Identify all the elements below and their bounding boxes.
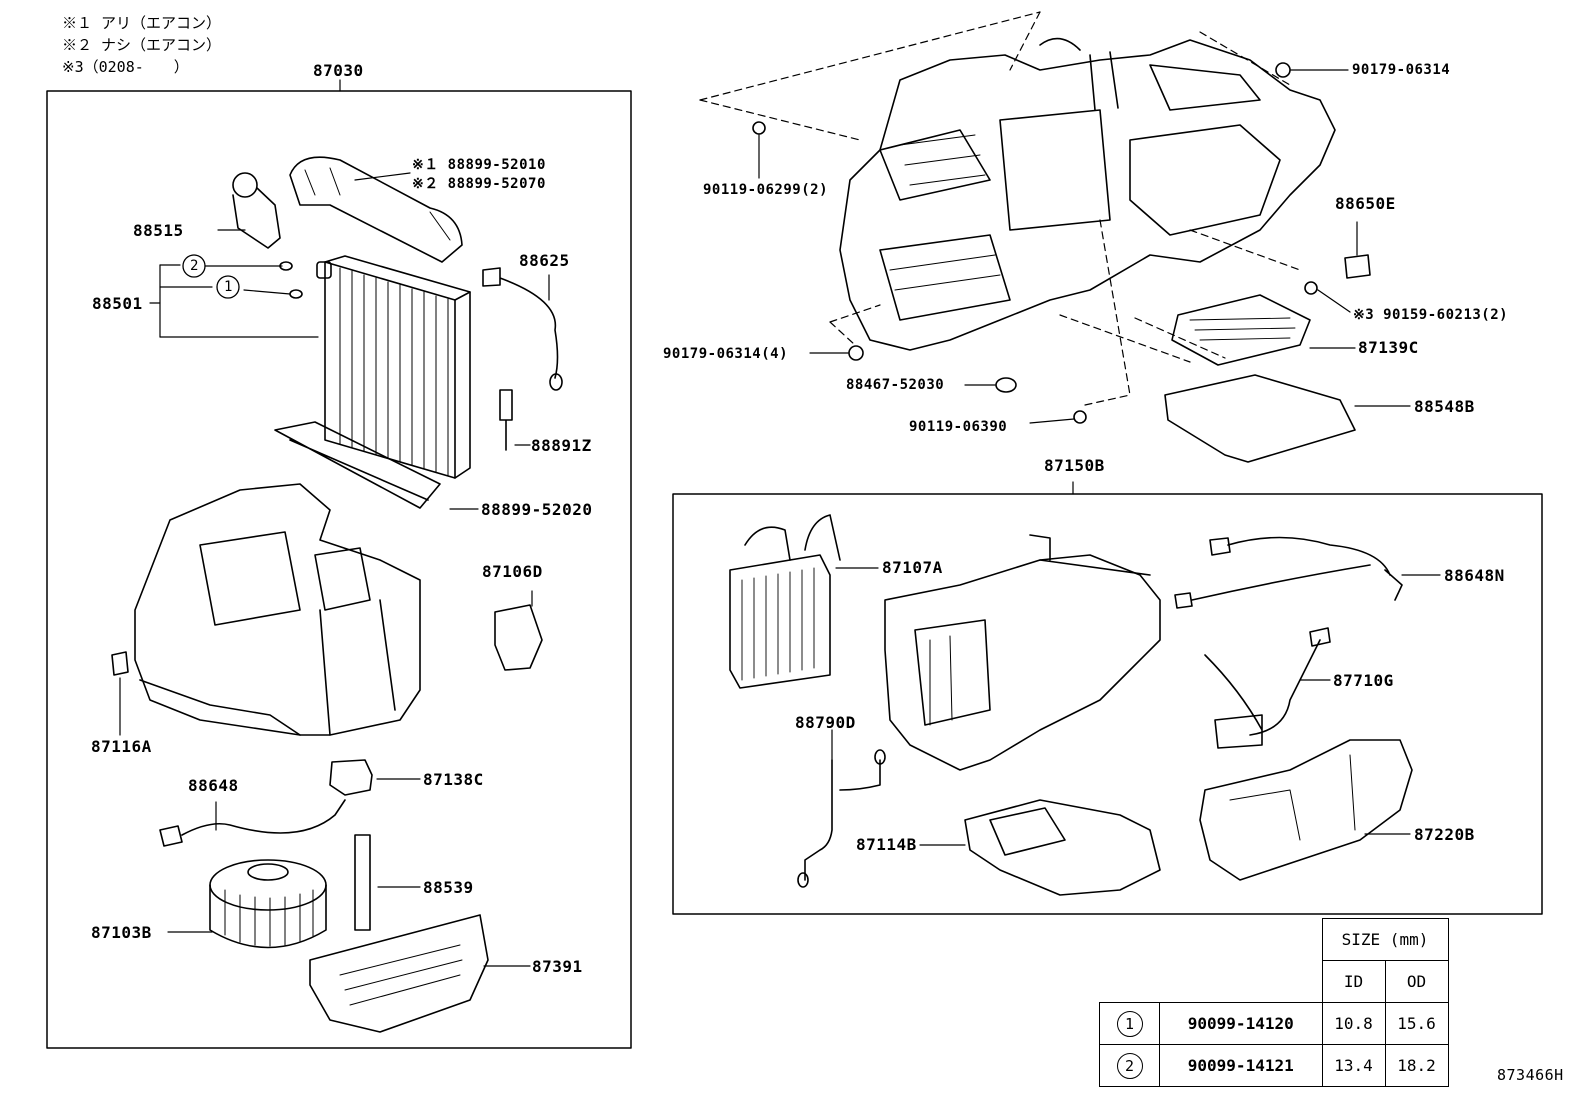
label-88790d: 88790D [795,713,856,732]
damper-87114b-part [964,799,1161,896]
group-box-87150b [672,493,1543,915]
label-87114b: 87114B [856,835,917,854]
relay-88650e-part [1344,254,1371,279]
blower-motor-part [209,859,327,949]
label-88648n: 88648N [1444,566,1505,585]
label-88548b: 88548B [1414,397,1475,416]
sensor-88515-part [232,172,281,249]
label-88648: 88648 [188,776,239,795]
label-88625: 88625 [519,251,570,270]
seal-88899-52020-part [274,421,441,509]
label-87391: 87391 [532,957,583,976]
od-value: 18.2 [1384,1044,1449,1087]
duct-87220b-part [1199,739,1413,881]
sensor-87710g-part [1204,627,1331,749]
label-88515: 88515 [133,221,184,240]
label-88899-52010: ※１ 88899-52010 [412,157,546,173]
id-value: 10.8 [1321,1002,1386,1045]
ref-circle: 1 [1116,1010,1143,1037]
heater-case-part [884,534,1161,771]
wire-88648-part [159,799,346,847]
label-87139c: 87139C [1358,338,1419,357]
label-87103b: 87103B [91,923,152,942]
ref-circle-2: 2 [190,258,199,274]
filter-case-88548b-part [1164,374,1356,463]
label-88539: 88539 [423,878,474,897]
id-value: 13.4 [1321,1044,1386,1087]
table-row: 1 90099-14120 10.8 15.6 [1099,1002,1449,1045]
note-3: ※3（0208- ） [62,58,189,76]
unit-case-part [134,483,421,736]
wire-88625-part [482,267,559,379]
heater-assembly-part [839,37,1336,351]
group-title-87030: 87030 [313,61,364,80]
size-header: SIZE (mm) [1321,918,1449,961]
resistor-87138c-part [329,759,373,796]
part-number: 90099-14121 [1159,1044,1323,1087]
group-box-87030 [46,90,632,1049]
label-90119-06299: 90119-06299(2) [703,182,829,198]
filter-87139c-part [1171,294,1311,366]
sensor-87116a-part [111,651,129,676]
label-90179-06314: 90179-06314 [1352,62,1451,78]
label-87220b: 87220B [1414,825,1475,844]
label-87138c: 87138C [423,770,484,789]
label-88501: 88501 [92,294,143,313]
ref-circle: 2 [1116,1052,1143,1079]
ref-circle-1: 1 [224,279,233,295]
label-87106d: 87106D [482,562,543,581]
size-col-id: ID [1321,960,1386,1003]
label-87107a: 87107A [882,558,943,577]
note-2: ※２ ナシ（エアコン） [62,36,222,54]
heater-core-part [729,514,841,689]
label-88899-52020: 88899-52020 [481,500,593,519]
expansion-pipe-part [289,156,463,263]
label-87116a: 87116A [91,737,152,756]
label-88650e: 88650E [1335,194,1396,213]
size-col-od: OD [1384,960,1449,1003]
lower-case-87391-part [309,914,489,1033]
label-88467-52030: 88467-52030 [846,377,945,393]
label-88891z: 88891Z [531,436,592,455]
tube-88539-part [354,834,371,931]
part-number: 90099-14120 [1159,1002,1323,1045]
evaporator-part [316,255,471,479]
od-value: 15.6 [1384,1002,1449,1045]
size-table: SIZE (mm) ID OD 1 90099-14120 10.8 15.6 … [1099,918,1449,1087]
diagram-id: 873466H [1497,1066,1564,1084]
harness-88648n-part [1174,536,1403,609]
label-87710g: 87710G [1333,671,1394,690]
label-90119-06390: 90119-06390 [909,419,1008,435]
group-title-87150b: 87150B [1044,456,1105,475]
note-1: ※１ アリ（エアコン） [62,14,222,32]
sensor-88790d-part [804,759,881,881]
label-90179-06314-4: 90179-06314(4) [663,346,789,362]
label-88899-52070: ※２ 88899-52070 [412,176,546,192]
table-row: 2 90099-14121 13.4 18.2 [1099,1044,1449,1087]
servo-87106d-part [494,604,543,671]
label-90159-60213: ※3 90159-60213(2) [1353,307,1509,323]
